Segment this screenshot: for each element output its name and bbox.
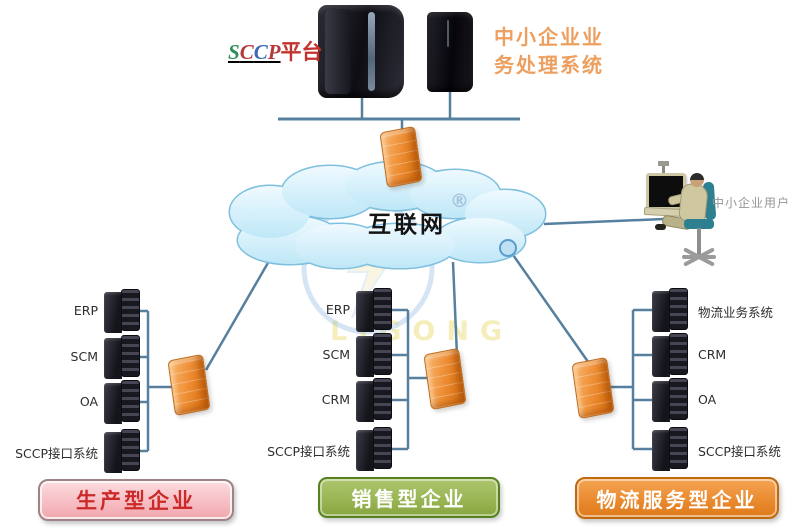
firewall-icon-top	[379, 125, 423, 189]
mainframe-server-icon-large	[318, 5, 404, 98]
user-shoe	[655, 224, 666, 230]
sme-system-title-line2: 务处理系统	[494, 55, 604, 77]
server-icon-sccp-sales	[356, 427, 392, 471]
server-label: CRM	[698, 347, 727, 362]
server-icon-erp-production	[104, 289, 140, 333]
cloud-connector-dot	[499, 239, 517, 257]
server-label: ERP	[325, 302, 350, 317]
server-label: SCCP接口系统	[267, 444, 350, 459]
internet-label: 互联网	[368, 212, 446, 238]
platform-suffix: 平台	[280, 40, 323, 64]
server-icon-scm-sales	[356, 333, 392, 377]
server-label: OA	[79, 394, 98, 409]
chair-pole	[697, 228, 701, 256]
firewall-icon-logistics	[571, 356, 615, 420]
server-icon-crm-sales	[356, 378, 392, 422]
server-icon-sccp-production	[104, 429, 140, 473]
registered-mark: ®	[450, 190, 469, 212]
sales-bus	[390, 308, 430, 451]
server-icon-logistics-system	[652, 288, 688, 332]
server-label: 物流业务系统	[698, 305, 774, 320]
group-label-sales: 销售型企业	[318, 477, 500, 518]
server-icon-crm-logistics	[652, 333, 688, 377]
server-label: OA	[698, 392, 717, 407]
sme-user-label: 中小企业用户	[712, 196, 791, 210]
server-icon-oa-logistics	[652, 378, 688, 422]
sme-system-title-line1: 中小企业业	[494, 27, 604, 49]
monitor-antenna	[658, 161, 669, 174]
server-icon-sccp-logistics	[652, 427, 688, 471]
sccp-platform-title: SCCP平台	[228, 36, 323, 66]
group-label-logistics: 物流服务型企业	[575, 477, 779, 519]
user-body	[678, 182, 709, 224]
server-label: SCM	[70, 349, 98, 364]
logistics-bus	[609, 308, 656, 451]
server-label: CRM	[321, 392, 350, 407]
chair-seat	[684, 219, 714, 229]
firewall-icon-production	[167, 353, 211, 417]
server-label: SCCP接口系统	[15, 446, 98, 461]
user-head	[690, 173, 704, 187]
server-icon-scm-production	[104, 335, 140, 379]
server-label: SCM	[322, 347, 350, 362]
user-at-computer-icon	[638, 161, 748, 282]
firewall-icon-sales	[423, 347, 467, 411]
server-label: SCCP接口系统	[698, 444, 781, 459]
cloud-spokes	[204, 217, 665, 371]
sme-system-title: 中小企业业 务处理系统	[494, 24, 654, 80]
server-icon-oa-production	[104, 380, 140, 424]
sccp-brand: SCCP	[228, 40, 281, 64]
mainframe-server-icon-small	[427, 12, 473, 92]
server-icon-erp-sales	[356, 288, 392, 332]
server-label: ERP	[73, 303, 98, 318]
group-label-production: 生产型企业	[38, 479, 234, 521]
